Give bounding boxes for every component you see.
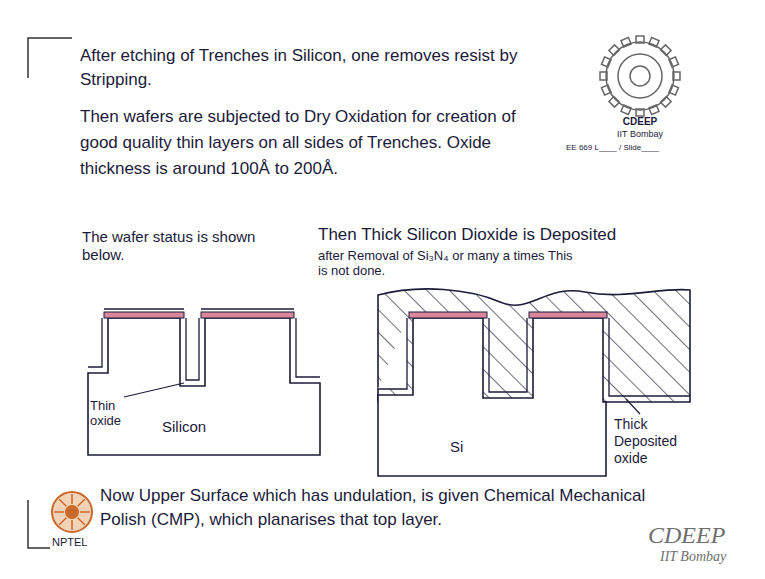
gear-tooth (661, 45, 672, 56)
logo-spoke (59, 518, 66, 525)
gear-tooth (649, 38, 659, 48)
gear-tooth (609, 97, 620, 108)
gear-tooth (602, 57, 612, 67)
gear-tooth (636, 36, 644, 43)
gear-tooth (661, 97, 672, 108)
logo-spoke (78, 518, 85, 525)
part-label: Thick Deposited oxide (614, 416, 694, 467)
logo-spoke (71, 494, 73, 504)
gear-tooth (669, 57, 679, 67)
nptel-logo (52, 492, 92, 532)
note-text: Now Upper Surface which has undulation, … (100, 484, 660, 532)
gear-tooth (649, 105, 659, 115)
note-text: Then Thick Silicon Dioxide is Deposited (318, 224, 616, 246)
gear-tooth (636, 109, 644, 116)
logo-spoke (54, 511, 64, 513)
frame-bracket (28, 500, 50, 548)
gear-tooth (621, 38, 631, 48)
watermark: NPTEL (52, 536, 87, 549)
note-text: The wafer status is shown below. (82, 228, 262, 264)
watermark: CDEEP (648, 522, 725, 548)
logo-spoke (78, 499, 85, 506)
logo-text: CDEEP (604, 116, 676, 128)
wafer-cross-section (88, 309, 320, 455)
gear-tooth (609, 45, 620, 56)
leader-line (626, 399, 640, 414)
part-label: Thin oxide (90, 398, 140, 428)
logo-gear (600, 36, 680, 116)
logo-spoke (80, 511, 90, 513)
logo-spoke (71, 520, 73, 530)
gear-tooth (600, 72, 607, 80)
watermark: IIT Bombay (660, 549, 726, 565)
logo-text: IIT Bombay (596, 129, 684, 140)
part-label: Si (450, 438, 463, 456)
leader-line (124, 383, 184, 397)
slide-number: EE 669 L____ / Slide____ (566, 143, 659, 153)
frame-bracket (28, 38, 72, 78)
gear-tooth (673, 72, 680, 80)
gear-tooth (621, 105, 631, 115)
part-label: Silicon (162, 418, 206, 436)
logo-spoke (59, 499, 66, 506)
note-text: After etching of Trenches in Silicon, on… (80, 44, 520, 92)
note-text: after Removal of Si₃N₄ or many a times T… (318, 248, 583, 278)
gear-tooth (669, 85, 679, 95)
gear-tooth (602, 85, 612, 95)
